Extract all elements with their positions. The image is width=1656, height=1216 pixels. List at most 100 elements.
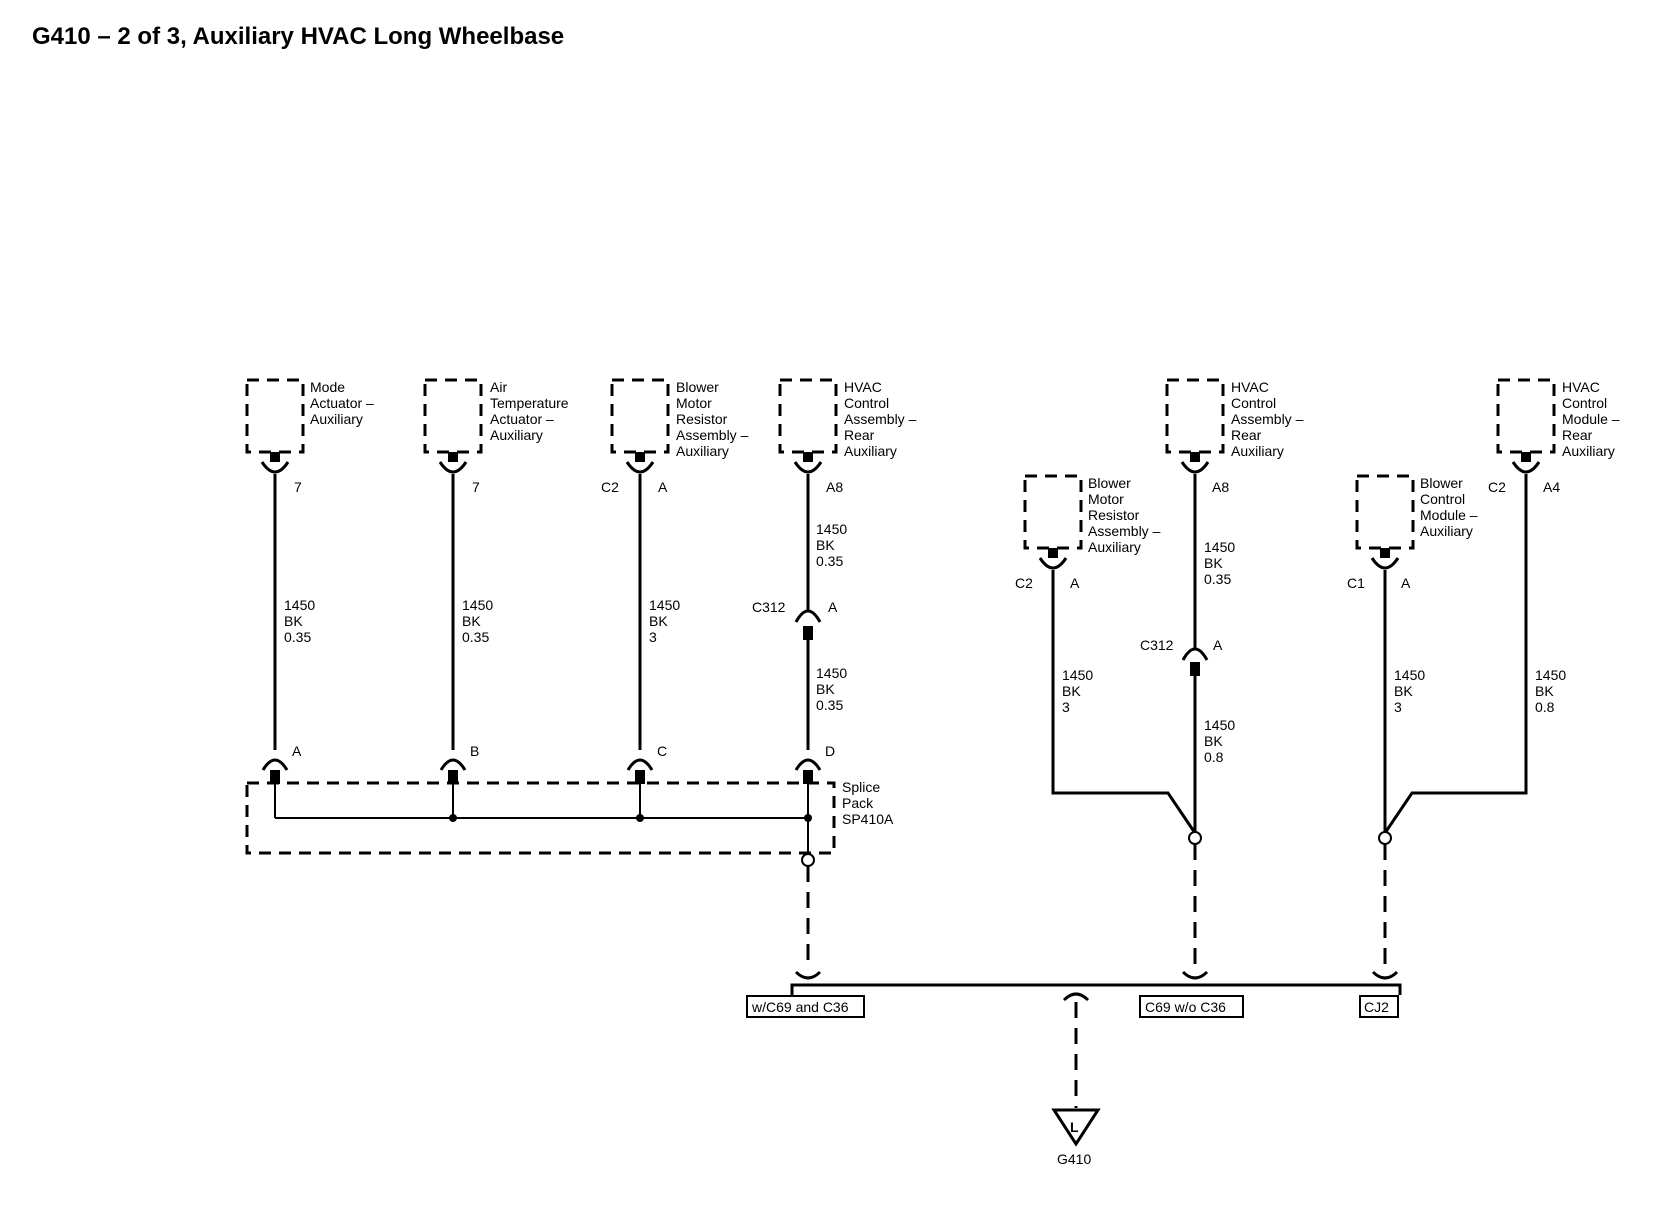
component-label-line: Resistor (676, 411, 728, 427)
component-label-line: Temperature (490, 395, 569, 411)
component-label-line: Auxiliary (1420, 523, 1473, 539)
wire-label: 3 (1394, 699, 1402, 715)
wire-label: 0.35 (816, 553, 843, 569)
wire-label: 1450 (1204, 717, 1235, 733)
blower-left-connector: C2 (601, 479, 619, 495)
air-temp-terminal (438, 461, 468, 474)
hvac-module-terminal (1511, 461, 1541, 474)
c312-right-pin: A (1213, 637, 1223, 653)
wire-1450-blower-right (1051, 570, 1197, 834)
component-label-line: Control (1420, 491, 1465, 507)
component-label-line: w/C69 and C36 (751, 999, 849, 1015)
component-label-line: Resistor (1088, 507, 1140, 523)
wire-label: BK (1535, 683, 1554, 699)
c312-right-female (1181, 647, 1209, 661)
component-label-line: SP410A (842, 811, 894, 827)
component-label-line: CJ2 (1364, 999, 1389, 1015)
component-label-line: Rear (1562, 427, 1593, 443)
wire-label: 0.35 (462, 629, 489, 645)
hvac2-pin: A8 (1212, 479, 1229, 495)
hvac-control-assembly-2-component: HVAC Control Assembly – Rear Auxiliary (1165, 378, 1304, 462)
component-label-line: Assembly – (844, 411, 917, 427)
component-label-line: Auxiliary (676, 443, 729, 459)
hvac-control-assembly-1-component: HVAC Control Assembly – Rear Auxiliary (778, 378, 917, 462)
hvac1-terminal (793, 461, 823, 474)
wire-label: 3 (649, 629, 657, 645)
splice-terminal-b (439, 758, 467, 771)
splice-pin-b: B (470, 743, 479, 759)
wire-label: 0.35 (1204, 571, 1231, 587)
wire-1450-hvac-module (1383, 474, 1528, 834)
component-label-line: Control (844, 395, 889, 411)
wire-label: 1450 (816, 665, 847, 681)
c312-left-female (794, 609, 822, 623)
mode-actuator-pin: 7 (294, 479, 302, 495)
wire-label: BK (1394, 683, 1413, 699)
component-label-line: Control (1231, 395, 1276, 411)
splice-point-right-2 (1378, 831, 1392, 845)
component-label-line: Module – (1420, 507, 1478, 523)
wire-label: BK (284, 613, 303, 629)
wire-label: 0.35 (284, 629, 311, 645)
component-label-line: Auxiliary (1562, 443, 1615, 459)
wire-label: 3 (1062, 699, 1070, 715)
component-label-line: Auxiliary (1088, 539, 1141, 555)
component-label-line: Assembly – (676, 427, 749, 443)
wire-label: 1450 (649, 597, 680, 613)
blower-ctrl-terminal (1370, 557, 1400, 570)
component-label-line: Pack (842, 795, 874, 811)
splice-pin-c: C (657, 743, 667, 759)
wire-label: 1450 (462, 597, 493, 613)
component-label-line: Auxiliary (1231, 443, 1284, 459)
blower-left-terminal (625, 461, 655, 474)
component-label-line: Actuator – (490, 411, 554, 427)
wire-label: BK (816, 681, 835, 697)
component-label-line: C69 w/o C36 (1145, 999, 1226, 1015)
bus-terminal-1 (794, 970, 822, 980)
wire-label: 1450 (816, 521, 847, 537)
hvac2-terminal (1180, 461, 1210, 474)
air-temp-pin: 7 (472, 479, 480, 495)
wire-label: BK (816, 537, 835, 553)
wire-label: BK (649, 613, 668, 629)
bus-terminal-3 (1371, 970, 1399, 980)
hvac1-pin: A8 (826, 479, 843, 495)
option-label-2: C69 w/o C36 (1139, 995, 1244, 1018)
hvac-module-connector: C2 (1488, 479, 1506, 495)
splice-point-right-1 (1188, 831, 1202, 845)
blower-control-module-component: Blower Control Module – Auxiliary (1355, 474, 1478, 558)
option-label-1: w/C69 and C36 (746, 995, 865, 1018)
component-label-line: Module – (1562, 411, 1620, 427)
hvac-module-pin: A4 (1543, 479, 1560, 495)
component-label-line: Actuator – (310, 395, 374, 411)
ground-label: G410 (1057, 1151, 1091, 1167)
c312-right-male (1190, 662, 1200, 676)
component-label-line: Blower (1420, 475, 1463, 491)
blower-motor-resistor-left-component: Blower Motor Resistor Assembly – Auxilia… (610, 378, 749, 462)
wire-label: BK (1204, 555, 1223, 571)
component-label-line: Rear (1231, 427, 1262, 443)
component-label-line: Blower (1088, 475, 1131, 491)
component-label-line: Auxiliary (844, 443, 897, 459)
mode-actuator-component: Mode Actuator – Auxiliary (245, 378, 374, 462)
component-label-line: Assembly – (1231, 411, 1304, 427)
wire-label: 0.8 (1204, 749, 1224, 765)
splice-pin-a: A (292, 743, 302, 759)
component-label-line: Assembly – (1088, 523, 1161, 539)
blower-left-pin: A (658, 479, 668, 495)
ground-bus (790, 983, 1402, 995)
component-label-line: Control (1562, 395, 1607, 411)
component-label-line: Auxiliary (310, 411, 363, 427)
bus-ground-terminal (1062, 992, 1090, 1002)
splice-terminal-c (626, 758, 654, 771)
ground-symbol: L (1051, 1108, 1101, 1147)
component-label-line: Air (490, 379, 507, 395)
splice-terminal-d (794, 758, 822, 771)
blower-motor-resistor-right-component: Blower Motor Resistor Assembly – Auxilia… (1023, 474, 1161, 558)
splice-pack-sp410a: Splice Pack SP410A (245, 770, 894, 867)
mode-actuator-terminal (260, 461, 290, 474)
hvac-control-module-component: HVAC Control Module – Rear Auxiliary (1496, 378, 1620, 462)
blower-ctrl-connector: C1 (1347, 575, 1365, 591)
blower-right-connector: C2 (1015, 575, 1033, 591)
blower-right-terminal (1038, 557, 1068, 570)
